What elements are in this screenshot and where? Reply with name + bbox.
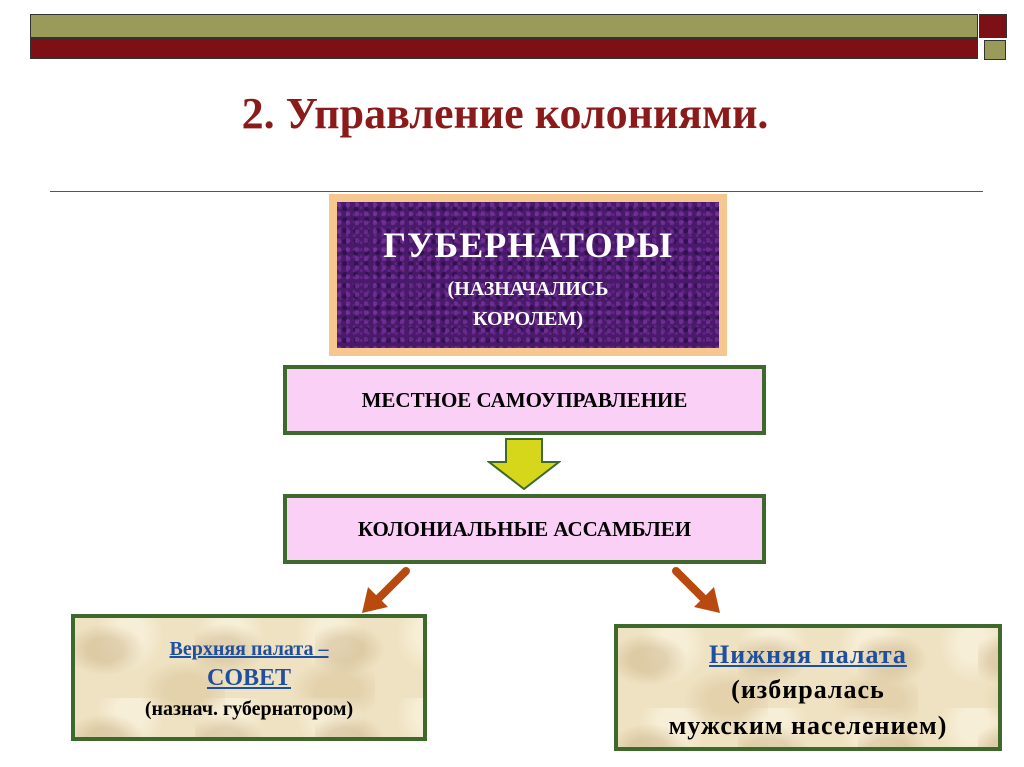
lower-house-link[interactable]: Нижняя палата [709,640,907,669]
colonial-assemblies-box: КОЛОНИАЛЬНЫЕ АССАМБЛЕИ [283,494,766,564]
council-link[interactable]: СОВЕТ [206,665,292,691]
governors-title: ГУБЕРНАТОРЫ [383,225,673,265]
down-left-arrow-icon [362,567,410,613]
lower-house-note-line2: мужским населением) [668,711,948,740]
upper-house-box: Верхняя палата – СОВЕТ (назнач. губернат… [71,614,427,741]
local-government-box: МЕСТНОЕ САМОУПРАВЛЕНИЕ [283,365,766,435]
upper-house-note: (назнач. губернатором) [144,698,354,720]
slide-title: 2. Управление колониями. [241,89,769,138]
down-arrow-icon [487,438,561,490]
governors-box: ГУБЕРНАТОРЫ (НАЗНАЧАЛИСЬ КОРОЛЕМ) [329,194,727,356]
governors-subtitle-line1: (НАЗНАЧАЛИСЬ [447,278,609,300]
lower-house-note-line1: (избиралась [731,675,885,704]
title-divider [50,191,983,192]
colonial-assemblies-label: КОЛОНИАЛЬНЫЕ АССАМБЛЕИ [357,516,692,541]
governors-subtitle: (НАЗНАЧАЛИСЬ КОРОЛЕМ) [337,274,719,334]
corner-olive-square [984,40,1006,60]
upper-house-link[interactable]: Верхняя палата – [169,638,329,660]
corner-red-square [979,14,1007,38]
top-olive-bar [30,14,978,38]
top-red-bar [30,38,978,59]
governors-subtitle-line2: КОРОЛЕМ) [473,308,583,330]
down-right-arrow-icon [672,567,720,613]
governors-box-inner: ГУБЕРНАТОРЫ (НАЗНАЧАЛИСЬ КОРОЛЕМ) [337,202,719,348]
lower-house-box: Нижняя палата (избиралась мужским населе… [614,624,1002,751]
local-government-label: МЕСТНОЕ САМОУПРАВЛЕНИЕ [361,387,688,412]
